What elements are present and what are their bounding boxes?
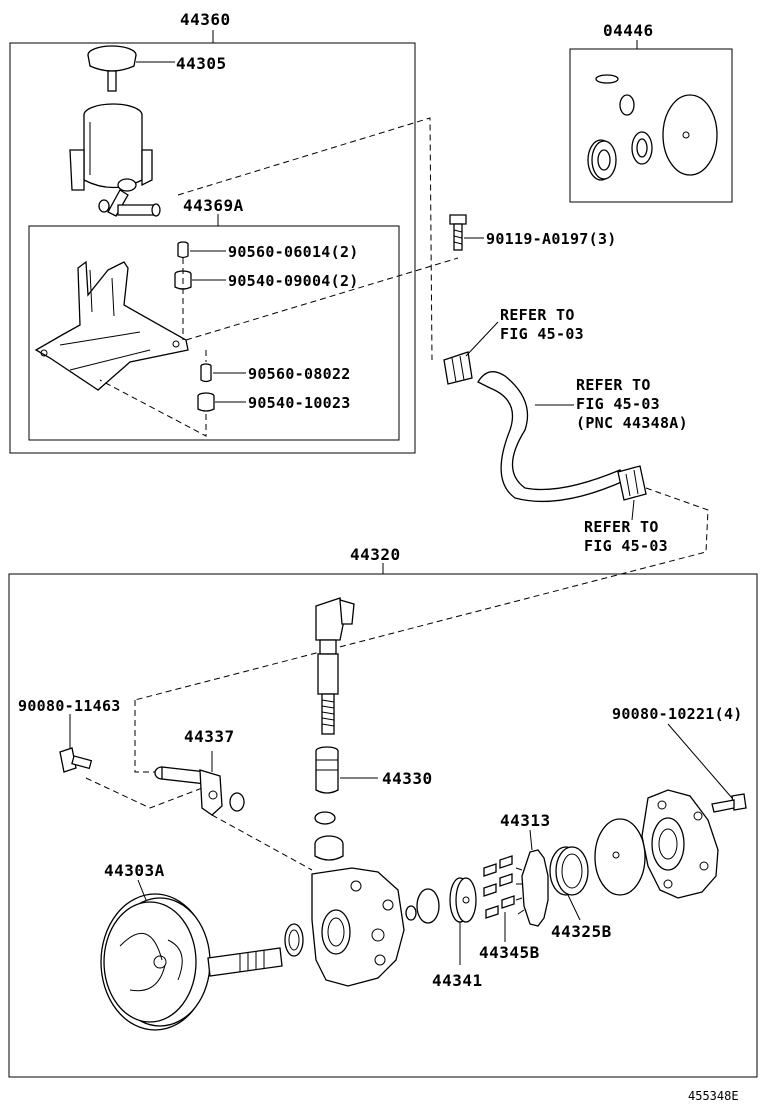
collar-2-drawing	[200, 363, 212, 383]
collar-1-drawing	[177, 241, 189, 259]
label-refer-hose-line1: REFER TO	[576, 376, 651, 394]
bolt-top-drawing	[449, 214, 467, 251]
label-cushion-2: 90540-10023	[248, 394, 351, 412]
label-union: 44337	[184, 727, 235, 746]
label-seal: 44325B	[551, 922, 612, 941]
label-gasket-kit: 04446	[603, 21, 654, 40]
label-vane: 44345B	[479, 943, 540, 962]
label-cushion-1: 90540-09004(2)	[228, 272, 359, 290]
gasket-kit-drawing	[587, 74, 718, 181]
label-refer-clip-1-line2: FIG 45-03	[500, 325, 584, 343]
label-refer-clip-1-line1: REFER TO	[500, 306, 575, 324]
gasket-plate-drawing	[594, 818, 646, 896]
reservoir-tank-drawing	[69, 103, 161, 217]
cover-bolt-drawing	[711, 793, 747, 813]
control-valve-drawing	[314, 597, 355, 861]
union-bolt-drawing	[59, 747, 93, 773]
pump-body-drawing	[311, 867, 440, 987]
label-cover-bolt: 90080-10221(4)	[612, 705, 743, 723]
label-cap: 44305	[176, 54, 227, 73]
label-refer-clip-2-line1: REFER TO	[584, 518, 659, 536]
label-reservoir-assy: 44360	[180, 10, 231, 29]
union-drawing	[154, 766, 245, 816]
pulley-drawing	[100, 893, 304, 1031]
label-pump-assy: 44320	[350, 545, 401, 564]
label-refer-hose-line3: (PNC 44348A)	[576, 414, 688, 432]
label-refer-hose-line2: FIG 45-03	[576, 395, 660, 413]
vane-drawing	[483, 855, 515, 919]
label-plate: 44341	[432, 971, 483, 990]
label-control-valve: 44330	[382, 769, 433, 788]
seal-drawing	[549, 846, 589, 896]
label-refer-clip-2-line2: FIG 45-03	[584, 537, 668, 555]
bracket-assembly-box	[28, 225, 400, 441]
label-bracket-assy: 44369A	[183, 196, 244, 215]
label-collar-1: 90560-06014(2)	[228, 243, 359, 261]
diagram-code: 455348E	[688, 1089, 739, 1103]
label-pulley: 44303A	[104, 861, 165, 880]
cushion-2-drawing	[197, 392, 215, 412]
cam-ring-drawing	[515, 849, 549, 927]
rear-cover-drawing	[641, 789, 719, 899]
gasket-kit-box	[569, 48, 733, 203]
label-bolt-top: 90119-A0197(3)	[486, 230, 617, 248]
label-union-bolt: 90080-11463	[18, 697, 121, 715]
plate-drawing	[449, 877, 477, 923]
label-cam-ring: 44313	[500, 811, 551, 830]
label-collar-2: 90560-08022	[248, 365, 351, 383]
hose-clip-2-drawing	[617, 465, 647, 501]
reservoir-cap-drawing	[87, 45, 137, 92]
hose-clip-1-drawing	[443, 351, 473, 385]
return-hose-drawing	[477, 371, 627, 503]
reservoir-bracket-drawing	[34, 260, 189, 391]
